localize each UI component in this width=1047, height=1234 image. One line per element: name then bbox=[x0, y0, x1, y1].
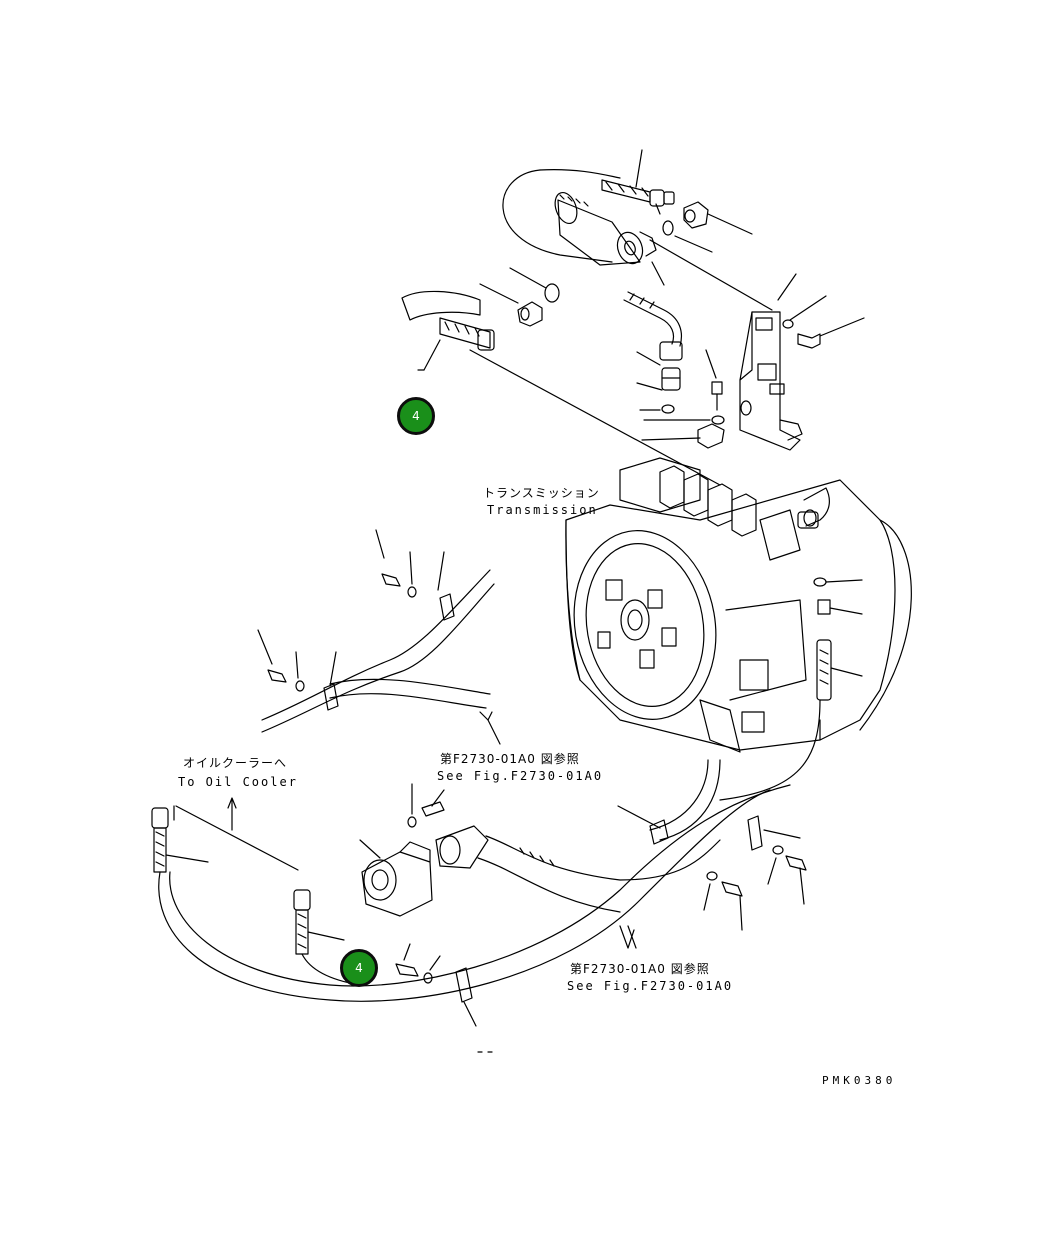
elbow-hose bbox=[623, 291, 683, 414]
upper-left-hose bbox=[401, 290, 721, 486]
bolt-washer-stack bbox=[641, 349, 725, 449]
gear-pump bbox=[359, 759, 721, 917]
oil-filter bbox=[554, 191, 657, 266]
filter-adapter bbox=[479, 267, 560, 327]
see-fig-ref-2-en: See Fig.F2730-01A0 bbox=[567, 979, 734, 993]
middle-hose-pair bbox=[257, 529, 501, 745]
mounting-bracket bbox=[739, 273, 865, 451]
callout-part-4-top[interactable]: 4 bbox=[397, 397, 435, 435]
drawing-code: PMK0380 bbox=[822, 1074, 897, 1087]
callout-part-4-bottom[interactable]: 4 bbox=[340, 949, 378, 987]
upper-hose-loop bbox=[502, 169, 621, 263]
top-hose-fitting bbox=[601, 149, 773, 311]
oil-cooler-leader bbox=[173, 797, 299, 871]
control-valve bbox=[619, 457, 863, 615]
see-fig-ref-1-en: See Fig.F2730-01A0 bbox=[437, 769, 604, 783]
transmission-label-en: Transmission bbox=[487, 503, 598, 517]
oil-cooler-label-en: To Oil Cooler bbox=[178, 775, 298, 789]
left-vertical-hoses bbox=[151, 784, 791, 1002]
oil-cooler-label-jp: オイルクーラーへ bbox=[183, 756, 288, 770]
see-fig-ref-2-jp: 第F2730-01A0 図参照 bbox=[570, 962, 710, 976]
bottom-fasteners bbox=[395, 783, 807, 1053]
see-fig-ref-1-jp: 第F2730-01A0 図参照 bbox=[440, 752, 580, 766]
transmission-label-jp: トランスミッション bbox=[483, 486, 600, 500]
transmission-housing bbox=[565, 479, 912, 753]
right-vertical-hose bbox=[719, 639, 863, 801]
